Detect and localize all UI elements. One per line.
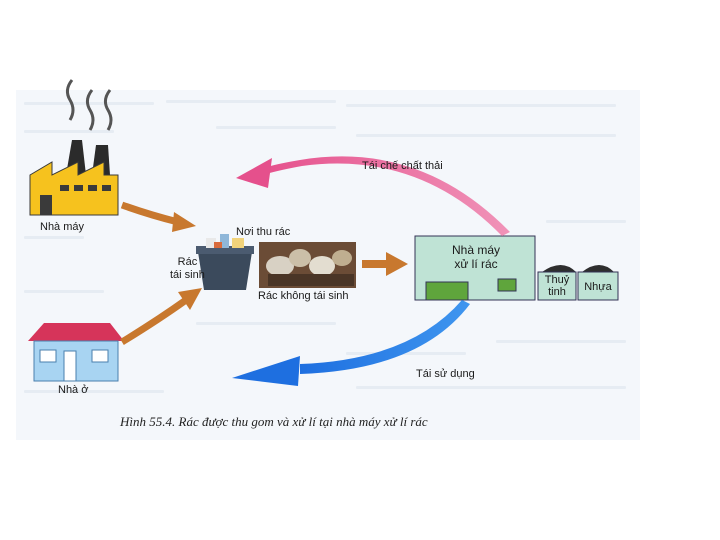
factory-icon xyxy=(29,79,119,216)
reuse-label: Tái sử dụng xyxy=(416,368,475,380)
plastic-label: Nhựa xyxy=(584,281,612,293)
house-icon xyxy=(28,323,124,382)
collection-point-label: Nơi thu rác xyxy=(236,226,291,238)
reuse-arrow xyxy=(232,300,470,386)
recyclable-bin-icon xyxy=(196,234,254,290)
plant-label-line2: xử lí rác xyxy=(454,257,498,271)
factory-label: Nhà máy xyxy=(40,221,85,233)
collection-to-plant-arrow xyxy=(362,252,408,276)
glass-label-line1: Thuỷ xyxy=(544,274,570,286)
glass-label: Thuỷ tinh xyxy=(538,274,576,298)
processing-plant-icon xyxy=(414,235,536,301)
plastic-box xyxy=(577,265,619,301)
nonrecyclable-photo xyxy=(259,242,356,288)
glass-box xyxy=(537,265,577,301)
house-to-collection-arrow xyxy=(120,288,202,345)
recycle-waste-arrow xyxy=(236,156,510,236)
house-label: Nhà ở xyxy=(58,384,89,396)
figure-caption: Hình 55.4. Rác được thu gom và xử lí tại… xyxy=(120,414,428,429)
recyclable-label-line2: tái sinh xyxy=(170,269,205,281)
factory-to-collection-arrow xyxy=(120,201,196,232)
plant-label-line1: Nhà máy xyxy=(451,243,501,257)
recycle-waste-label: Tái chế chất thải xyxy=(362,160,443,172)
nonrecyclable-label: Rác không tái sinh xyxy=(258,290,349,302)
processing-plant-label: Nhà máy xử lí rác xyxy=(440,243,512,271)
glass-label-line2: tinh xyxy=(548,286,566,298)
recyclable-label-line1: Rác xyxy=(177,256,198,268)
recyclable-label: Rác tái sinh xyxy=(170,256,205,282)
